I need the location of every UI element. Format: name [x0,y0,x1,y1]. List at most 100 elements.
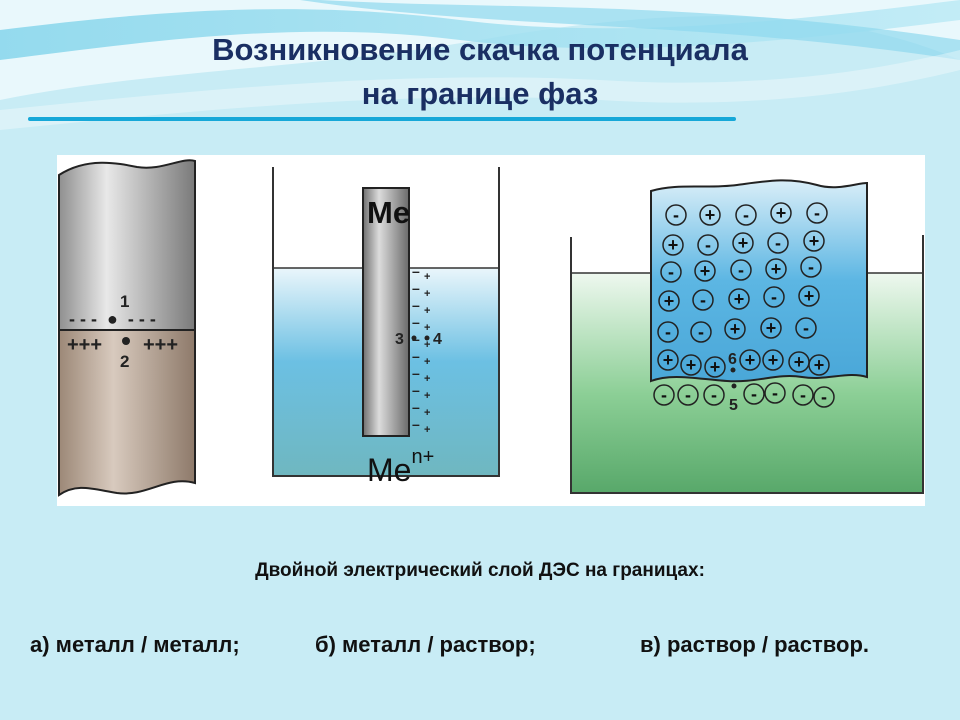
anion-sign: - [813,386,835,408]
anion-sign: - [800,256,822,278]
electrode-minus-sign: – [412,382,420,398]
cation-sign: + [770,202,792,224]
electrode-minus-sign: – [412,297,420,313]
caption-c-solution-solution: в) раствор / раствор. [640,632,870,657]
label-1: 1 [120,292,129,311]
point-3-dot [411,335,417,341]
label-6: 6 [728,351,737,368]
svg-text:-: - [808,257,814,277]
svg-text:+: + [766,318,777,338]
anion-sign: - [660,261,682,283]
svg-text:-: - [705,235,711,255]
solution-plus-sign: + [424,373,430,385]
electrode-minus-sign: – [412,280,420,296]
svg-text:+: + [710,357,721,377]
label-5: 5 [729,397,738,414]
point-5-dot [731,383,737,389]
svg-text:+: + [734,289,745,309]
metal-ion-label: Men+ [367,446,434,488]
cation-sign: + [762,349,784,371]
svg-text:+: + [738,233,749,253]
caption-b-metal-solution: б) металл / раствор; [315,632,536,657]
point-2-dot [122,337,130,345]
svg-text:-: - [711,385,717,405]
cation-sign: + [680,354,702,376]
svg-text:-: - [673,205,679,225]
anion-sign: - [792,384,814,406]
anion-sign: - [703,384,725,406]
anion-sign: - [677,384,699,406]
svg-text:-: - [772,383,778,403]
positive-charges-right: +++ [143,334,178,356]
anion-sign: - [764,382,786,404]
anion-sign: - [657,321,679,343]
svg-text:-: - [814,203,820,223]
anion-sign: - [665,204,687,226]
svg-text:+: + [804,286,815,306]
metal-ion-charge: n+ [411,446,434,468]
anion-sign: - [795,317,817,339]
svg-text:-: - [771,287,777,307]
solution-plus-sign: + [424,305,430,317]
anion-sign: - [692,289,714,311]
anion-sign: - [743,383,765,405]
ion-signs: -+-+-+-+-+-+-+-+-+-+--++-+++++++------- [653,202,835,408]
svg-text:-: - [803,318,809,338]
anion-sign: - [697,234,719,256]
cation-sign: + [724,318,746,340]
solution-plus-sign: + [424,271,430,283]
svg-text:-: - [661,385,667,405]
label-4: 4 [433,331,442,348]
anion-sign: - [767,232,789,254]
solution-plus-sign: + [424,390,430,402]
svg-text:+: + [745,350,756,370]
point-4-dot [424,335,430,341]
svg-text:-: - [743,205,749,225]
anion-sign: - [653,384,675,406]
title-underline [28,117,736,121]
beaker-wall [272,167,500,477]
svg-text:-: - [751,384,757,404]
cation-sign: + [808,354,830,376]
svg-text:-: - [698,322,704,342]
svg-text:+: + [686,355,697,375]
cation-sign: + [658,290,680,312]
figure-a-metal-metal: 1 - - - ● - - - +++ +++ 2 [58,159,196,497]
solution-plus-sign: + [424,288,430,300]
anion-sign: - [730,259,752,281]
label-3: 3 [395,331,404,348]
cation-sign: + [704,356,726,378]
label-2: 2 [120,352,129,371]
svg-text:+: + [771,259,782,279]
caption-main: Двойной электрический слой ДЭС на границ… [255,560,705,581]
svg-text:-: - [800,385,806,405]
svg-text:+: + [700,261,711,281]
inner-blue-solution [650,179,868,383]
svg-text:-: - [700,290,706,310]
solution-plus-sign: + [424,356,430,368]
svg-text:+: + [776,203,787,223]
electrode-minus-sign: – [412,314,420,330]
cation-sign: + [728,288,750,310]
anion-sign: - [735,204,757,226]
svg-text:-: - [668,262,674,282]
outer-vessel-wall [570,235,924,494]
svg-text:+: + [663,350,674,370]
cation-sign: + [662,234,684,256]
electrode-minus-sign: – [412,348,420,364]
svg-text:-: - [685,385,691,405]
electrode-minus-sign: – [412,416,420,432]
metal-lower-brown [58,329,196,497]
cation-sign: + [657,349,679,371]
cation-sign: + [760,317,782,339]
electrode-label: Me [367,195,410,230]
cation-sign: + [694,260,716,282]
cation-sign: + [732,232,754,254]
slide-title-line-2: на границе фаз [361,76,599,111]
figure-c-solution-solution: -+-+-+-+-+-+-+-+-+-+--++-+++++++------- … [570,179,924,494]
solution-plus-sign: + [424,339,430,351]
positive-charges-left: +++ [67,334,102,356]
negative-charges-row: - - - ● - - - [69,309,156,329]
svg-text:-: - [738,260,744,280]
electrode-minus-sign: – [412,365,420,381]
